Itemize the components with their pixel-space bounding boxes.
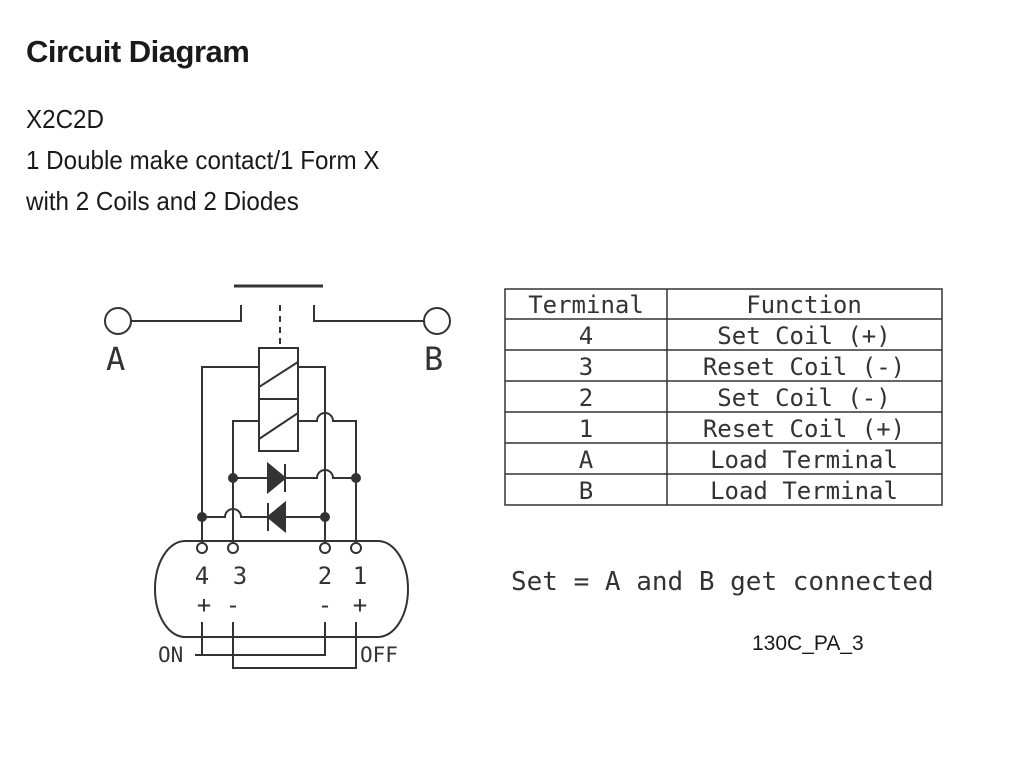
table-cell-terminal: B [579,477,593,505]
model-number: X2C2D [26,104,104,134]
table-header-terminal: Terminal [528,291,644,319]
contact-a-lead [131,305,242,322]
pin-3-icon [227,542,239,554]
contact-a-label: A [106,340,125,378]
terminal-block [154,540,409,638]
terminal-number-3: 3 [233,562,247,590]
terminal-b-circle [423,307,451,335]
page-title: Circuit Diagram [26,34,250,69]
terminal-polarity-2: - [318,591,332,619]
table-cell-function: Reset Coil (-) [703,353,905,381]
set-note: Set = A and B get connected [511,567,934,597]
table-cell-terminal: 1 [579,415,593,443]
contact-b-lead [313,305,424,322]
junction-dot [320,512,330,522]
table-header-function: Function [746,291,862,319]
pin-1-icon [350,542,362,554]
terminal-polarity-3: - [226,591,240,619]
diode-1-lead-right [285,469,356,479]
wire-terminal-4 [201,366,259,547]
table-cell-function: Load Terminal [710,446,898,474]
wire-terminal-1 [298,412,357,547]
diode-1-icon [267,461,287,495]
table-cell-terminal: A [579,446,594,474]
on-label: ON [158,643,183,667]
junction-dot [228,473,238,483]
terminal-polarity-1: + [353,591,367,619]
terminal-a-circle [104,307,132,335]
table-cell-terminal: 2 [579,384,593,412]
table-cell-terminal: 3 [579,353,593,381]
table-cell-terminal: 4 [579,322,593,350]
table-cell-function: Set Coil (-) [717,384,890,412]
contact-b-label: B [424,340,443,378]
wire-terminal-3 [232,420,259,547]
table-cell-function: Set Coil (+) [717,322,890,350]
terminal-number-1: 1 [353,562,367,590]
switch-on-link [201,622,326,656]
switch-off-link [232,622,357,669]
terminal-function-table [504,288,943,506]
reset-coil [258,398,299,452]
wire-terminal-2 [298,366,326,547]
terminal-polarity-4: + [197,591,211,619]
diode-2-icon [266,500,286,534]
description-line-2: with 2 Coils and 2 Diodes [26,186,299,216]
junction-dot [351,473,361,483]
terminal-number-2: 2 [318,562,332,590]
terminal-number-4: 4 [195,562,209,590]
off-label: OFF [360,643,398,667]
table-cell-function: Load Terminal [710,477,898,505]
table-cell-function: Reset Coil (+) [703,415,905,443]
pin-4-icon [196,542,208,554]
junction-dot [197,512,207,522]
diagram-code: 130C_PA_3 [752,632,864,655]
description-line-1: 1 Double make contact/1 Form X [26,145,380,175]
diode-2-lead-left [202,508,268,518]
pin-2-icon [319,542,331,554]
